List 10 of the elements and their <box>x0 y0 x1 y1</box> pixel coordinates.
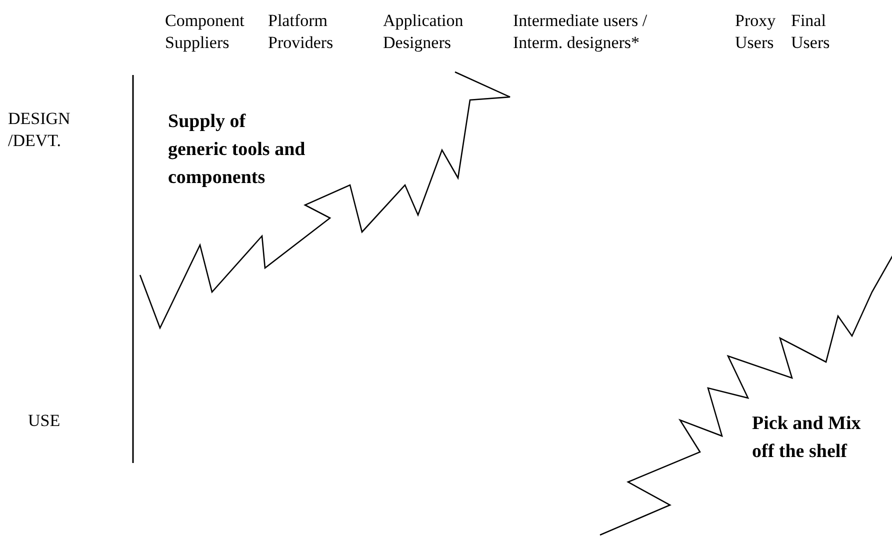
column-header: Application Designers <box>383 10 464 54</box>
column-header: Platform Providers <box>268 10 334 54</box>
column-header: Proxy Users <box>735 10 777 54</box>
annotation-text: Supply of generic tools and components <box>168 110 306 190</box>
row-label: USE <box>28 410 62 432</box>
row-label: DESIGN /DEVT. <box>8 108 72 152</box>
column-header: Final Users <box>791 10 831 54</box>
annotation-text: Pick and Mix off the shelf <box>752 412 862 464</box>
column-header: Intermediate users / Interm. designers* <box>513 10 648 54</box>
column-header: Component Suppliers <box>165 10 246 54</box>
